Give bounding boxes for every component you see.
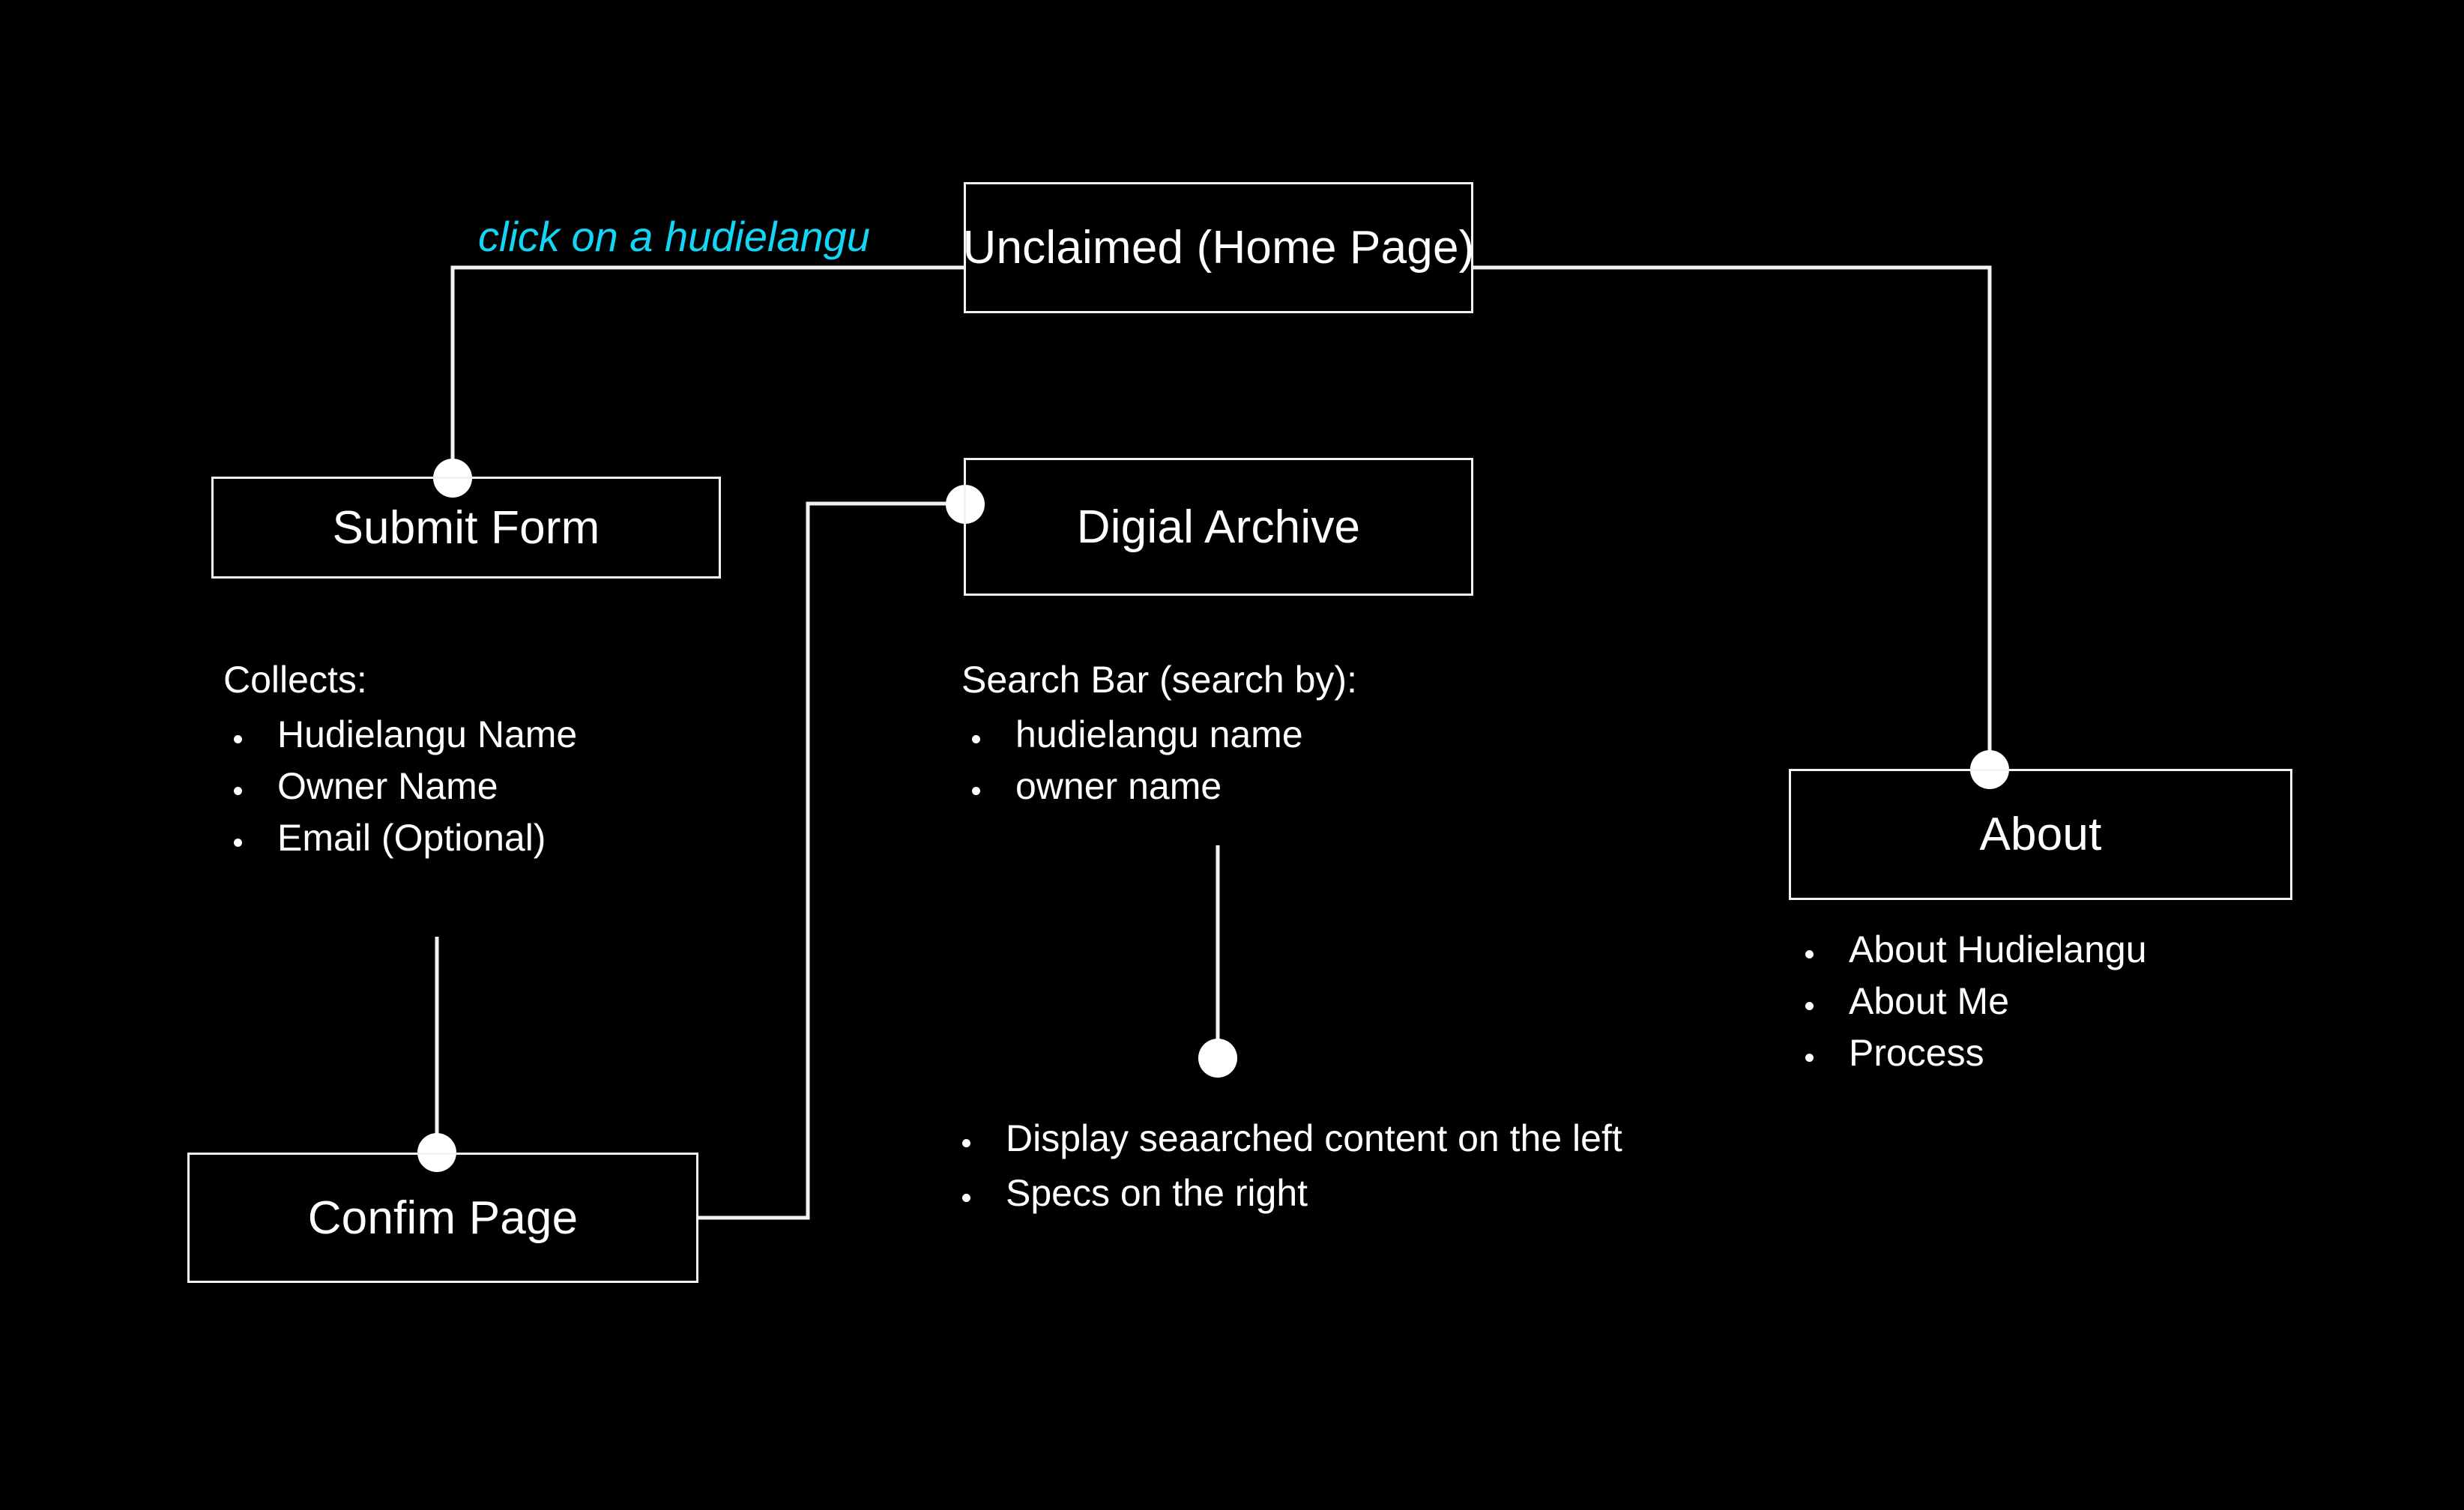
bullet-dot-icon <box>972 735 980 743</box>
junction-dot-display-results <box>1198 1039 1237 1078</box>
list-item: Specs on the right <box>952 1171 1622 1215</box>
bullet-dot-icon <box>234 787 242 795</box>
list-item: Process <box>1795 1031 2147 1075</box>
annotation-click-on-a-hudielangu: click on a hudielangu <box>478 213 871 260</box>
list-item-label: Specs on the right <box>1006 1172 1308 1214</box>
node-unclaimed-home-page[interactable]: Unclaimed (Home Page) <box>962 182 1475 313</box>
search-bar-heading: Search Bar (search by): <box>961 659 1357 701</box>
list-item: About Hudielangu <box>1795 928 2147 972</box>
about-text-block: About Hudielangu About Me Process <box>1795 928 2147 1083</box>
bullet-dot-icon <box>234 839 242 847</box>
bullet-dot-icon <box>972 787 980 795</box>
about-bullet-list: About Hudielangu About Me Process <box>1795 928 2147 1075</box>
node-label-home: Unclaimed (Home Page) <box>962 222 1475 274</box>
bullet-dot-icon <box>962 1194 970 1202</box>
search-bar-text-block: Search Bar (search by): hudielangu name … <box>961 658 1357 816</box>
list-item-label: About Me <box>1849 980 2010 1022</box>
node-label-confirm-page: Confim Page <box>307 1192 579 1244</box>
list-item-label: Email (Optional) <box>277 817 546 859</box>
list-item-label: Owner Name <box>277 765 498 807</box>
search-bar-bullet-list: hudielangu name owner name <box>961 713 1357 809</box>
list-item-label: Display seaarched content on the left <box>1006 1117 1622 1159</box>
list-item: Owner Name <box>223 764 577 809</box>
display-results-text-block: Display seaarched content on the left Sp… <box>952 1117 1622 1226</box>
node-label-about: About <box>1979 809 2102 860</box>
node-confirm-page[interactable]: Confim Page <box>187 1153 698 1283</box>
wire-home-to-submit-form <box>450 265 964 478</box>
bullet-dot-icon <box>234 735 242 743</box>
bullet-dot-icon <box>1805 950 1814 958</box>
list-item: About Me <box>1795 979 2147 1024</box>
collects-heading: Collects: <box>223 659 367 701</box>
list-item: hudielangu name <box>961 713 1357 757</box>
bullet-dot-icon <box>962 1139 970 1147</box>
list-item: owner name <box>961 764 1357 809</box>
node-label-submit-form: Submit Form <box>332 501 600 554</box>
list-item-label: About Hudielangu <box>1849 928 2147 970</box>
list-item: Email (Optional) <box>223 816 577 860</box>
node-label-digital-archive: Digial Archive <box>1076 501 1361 553</box>
collects-text-block: Collects: Hudielangu Name Owner Name Ema… <box>223 658 577 868</box>
node-submit-form[interactable]: Submit Form <box>211 477 721 579</box>
wire-home-to-about <box>1473 265 1992 770</box>
collects-bullet-list: Hudielangu Name Owner Name Email (Option… <box>223 713 577 860</box>
node-about[interactable]: About <box>1789 769 2292 900</box>
list-item: Hudielangu Name <box>223 713 577 757</box>
bullet-dot-icon <box>1805 1054 1814 1062</box>
wire-confirm-page-to-archive <box>698 501 964 1220</box>
display-results-bullet-list: Display seaarched content on the left Sp… <box>952 1117 1622 1215</box>
bullet-dot-icon <box>1805 1002 1814 1010</box>
list-item-label: owner name <box>1015 765 1222 807</box>
list-item-label: Hudielangu Name <box>277 713 578 755</box>
node-digital-archive[interactable]: Digial Archive <box>964 458 1473 596</box>
list-item: Display seaarched content on the left <box>952 1117 1622 1161</box>
list-item-label: Process <box>1849 1032 1984 1074</box>
list-item-label: hudielangu name <box>1015 713 1303 755</box>
